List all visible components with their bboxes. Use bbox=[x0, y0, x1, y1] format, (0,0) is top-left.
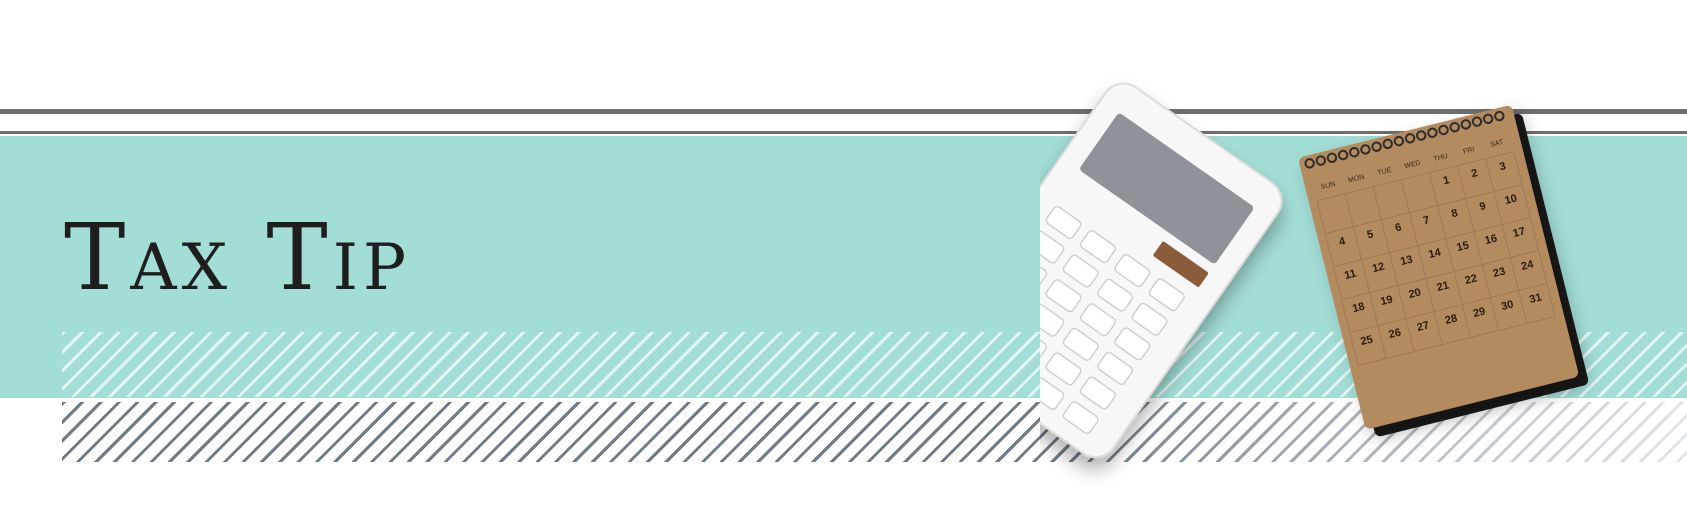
binding-ring bbox=[1438, 124, 1449, 136]
calculator-key bbox=[1148, 278, 1185, 312]
calendar-weekday: SAT bbox=[1490, 139, 1505, 149]
calculator-key bbox=[1045, 352, 1082, 386]
calendar-date: 31 bbox=[1528, 291, 1543, 306]
binding-ring bbox=[1382, 138, 1393, 150]
calculator-key bbox=[1062, 401, 1099, 435]
binding-ring bbox=[1427, 127, 1438, 138]
binding-ring bbox=[1482, 113, 1494, 125]
calendar-date: 19 bbox=[1379, 293, 1394, 308]
calendar-date: 7 bbox=[1422, 214, 1431, 227]
calendar-date: 10 bbox=[1504, 192, 1519, 207]
binding-ring bbox=[1404, 133, 1416, 144]
calendar-date: 25 bbox=[1359, 333, 1374, 348]
calendar-date: 6 bbox=[1394, 221, 1403, 234]
calendar-date: 11 bbox=[1343, 268, 1357, 282]
calculator-key bbox=[1114, 254, 1151, 288]
binding-ring bbox=[1371, 141, 1382, 152]
calendar-date: 29 bbox=[1472, 305, 1487, 320]
calendar-date: 28 bbox=[1444, 312, 1459, 327]
calculator-display bbox=[1080, 113, 1254, 264]
binding-ring bbox=[1349, 147, 1360, 158]
calendar-date: 17 bbox=[1512, 225, 1527, 240]
calculator-key bbox=[1079, 303, 1116, 337]
calculator-key bbox=[1114, 327, 1151, 361]
calculator-key bbox=[1040, 376, 1065, 411]
calendar-date: 8 bbox=[1450, 207, 1459, 220]
calendar-date: 16 bbox=[1484, 232, 1499, 247]
calculator-key bbox=[1097, 278, 1134, 312]
calendar-date: 1 bbox=[1442, 174, 1451, 187]
banner-title: Tax Tip bbox=[64, 204, 412, 311]
binding-ring bbox=[1416, 130, 1427, 141]
calendar-weekday: TUE bbox=[1377, 167, 1393, 177]
calendar-date: 14 bbox=[1427, 246, 1443, 261]
calculator-key bbox=[1079, 229, 1117, 264]
calendar-date: 18 bbox=[1351, 301, 1366, 316]
calendar-weekday: THU bbox=[1433, 153, 1449, 163]
binding-ring bbox=[1337, 149, 1349, 161]
calculator-key bbox=[1040, 328, 1048, 362]
binding-ring bbox=[1460, 119, 1472, 130]
calculator-key bbox=[1079, 376, 1116, 410]
calculator-icon bbox=[1040, 82, 1283, 459]
top-rule-thick bbox=[0, 109, 1687, 114]
calculator-key bbox=[1062, 254, 1099, 288]
binding-ring bbox=[1315, 155, 1326, 166]
calculator-key bbox=[1040, 303, 1065, 337]
calendar-date: 3 bbox=[1498, 160, 1507, 173]
binding-ring bbox=[1326, 152, 1338, 163]
calendar-weekday: WED bbox=[1404, 160, 1422, 171]
binding-ring bbox=[1304, 158, 1315, 169]
calendar-date: 22 bbox=[1464, 272, 1479, 287]
calendar-date: 15 bbox=[1455, 239, 1470, 254]
calculator-key bbox=[1040, 255, 1048, 289]
calendar-weekday: MON bbox=[1348, 174, 1366, 185]
calculator-key bbox=[1040, 230, 1065, 264]
calendar-date: 20 bbox=[1407, 286, 1422, 301]
calculator-key bbox=[1131, 302, 1168, 336]
binding-ring bbox=[1494, 110, 1505, 122]
calendar-date: 23 bbox=[1492, 265, 1507, 280]
calendar-date: 30 bbox=[1500, 298, 1515, 313]
top-rule-thin bbox=[0, 131, 1687, 134]
binding-ring bbox=[1449, 121, 1460, 133]
calendar-date: 5 bbox=[1366, 228, 1375, 241]
binding-ring bbox=[1471, 116, 1483, 127]
calculator-key bbox=[1062, 327, 1099, 361]
calendar-date: 2 bbox=[1470, 167, 1479, 180]
calculator-key bbox=[1097, 351, 1134, 385]
calendar-date: 27 bbox=[1416, 319, 1431, 334]
calculator-key bbox=[1045, 279, 1082, 313]
calendar-date: 21 bbox=[1436, 279, 1451, 294]
calendar-date: 24 bbox=[1520, 258, 1536, 273]
solar-panel bbox=[1153, 241, 1209, 287]
calendar-weekday: FRI bbox=[1463, 146, 1476, 156]
calendar-date: 12 bbox=[1371, 260, 1386, 275]
calendar-weekday: SUN bbox=[1320, 181, 1336, 191]
calendar-date: 13 bbox=[1399, 253, 1414, 268]
binding-ring bbox=[1393, 135, 1405, 147]
calendar-date: 4 bbox=[1338, 235, 1348, 248]
calculator-key bbox=[1045, 205, 1082, 240]
calendar-date: 9 bbox=[1478, 200, 1487, 213]
binding-ring bbox=[1360, 144, 1371, 155]
calendar-date: 26 bbox=[1388, 326, 1403, 341]
